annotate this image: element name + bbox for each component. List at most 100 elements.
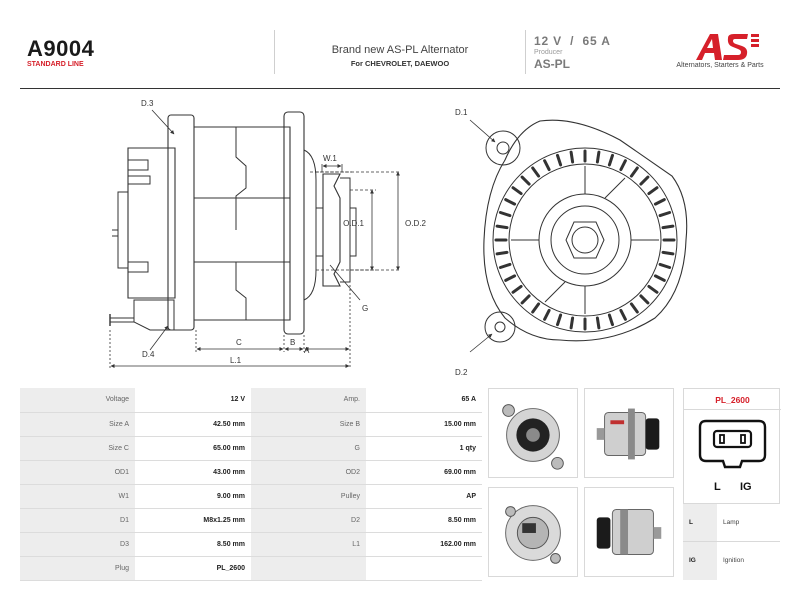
vent-slot: [629, 302, 639, 314]
vent-slot: [647, 186, 659, 196]
spec-value: 9.00 mm: [135, 484, 251, 509]
vent-slot: [607, 153, 614, 167]
tagline: Alternators, Starters & Parts: [676, 62, 764, 69]
technical-drawing: D.3 D.4 W.1 O.D.1 O.D.2 G C B A L.1 D.1 …: [109, 99, 688, 377]
spec-value: 162.00 mm: [366, 532, 482, 557]
spec-value: 43.00 mm: [135, 460, 251, 485]
spec-value: AP: [366, 484, 482, 509]
vent-slot: [629, 166, 639, 178]
spec-key: Plug: [20, 556, 135, 581]
spec-key: L1: [251, 532, 366, 557]
spec-value: PL_2600: [135, 556, 251, 581]
label-w1: W.1: [323, 154, 337, 163]
producer-label: Producer: [534, 49, 563, 56]
label-d2: D.2: [455, 368, 468, 377]
spec-key: Pulley: [251, 484, 366, 509]
pin-l-label: L: [714, 481, 721, 493]
vent-slot: [504, 274, 517, 282]
vent-slot: [495, 250, 509, 256]
vent-slot: [511, 186, 523, 196]
line-label: STANDARD LINE: [27, 61, 84, 68]
plug-legend: L Lamp IG Ignition: [683, 503, 780, 580]
vent-slot: [647, 284, 659, 294]
label-g: G: [362, 304, 368, 313]
vent-slot: [531, 302, 541, 314]
header-divider: [274, 30, 275, 74]
spec-value: 65 A: [366, 388, 482, 413]
spec-value: 15.00 mm: [366, 412, 482, 437]
vent-slot: [639, 175, 650, 186]
plug-panel: PL_2600 L IG L Lamp IG Ignition: [683, 388, 781, 580]
spec-key: Size A: [20, 412, 135, 437]
vent-slot: [661, 224, 675, 230]
vent-slot: [498, 262, 512, 269]
front-view-vents: [494, 149, 676, 331]
label-d4: D.4: [142, 350, 155, 359]
spec-key: Size C: [20, 436, 135, 461]
side-view: [109, 111, 357, 335]
plug-divider: [684, 409, 781, 410]
spec-value: 8.50 mm: [366, 508, 482, 533]
front-view: [483, 119, 688, 343]
vent-slot: [658, 262, 672, 269]
label-l1: L.1: [230, 356, 242, 365]
legend-row: L Lamp: [683, 503, 780, 542]
vent-slot: [543, 308, 551, 321]
part-number: A9004: [27, 36, 95, 61]
spec-value: M8x1.25 mm: [135, 508, 251, 533]
vent-slot: [495, 224, 509, 230]
label-d3: D.3: [141, 99, 154, 108]
photo-rear-angle-view: [488, 487, 578, 577]
spec-key: Amp.: [251, 388, 366, 413]
spec-key: [251, 556, 366, 581]
spec-value: 1 qty: [366, 436, 482, 461]
label-od2: O.D.2: [405, 219, 426, 228]
vent-slot: [556, 153, 563, 167]
spec-key: G: [251, 436, 366, 461]
legend-pin: L: [683, 503, 717, 542]
vent-slot: [653, 274, 666, 282]
header-rule: [20, 88, 780, 89]
vent-slot: [569, 316, 575, 330]
side-dimensions: [109, 109, 400, 368]
vent-slot: [504, 198, 517, 206]
label-c: C: [236, 338, 242, 347]
spec-key: D2: [251, 508, 366, 533]
spec-key: D3: [20, 532, 135, 557]
description-title: Brand new AS-PL Alternator: [331, 44, 469, 56]
spec-key: OD1: [20, 460, 135, 485]
spec-value: [366, 556, 482, 581]
vent-slot: [658, 211, 672, 218]
spec-key: Voltage: [20, 388, 135, 413]
photo-pulley-side-view: [584, 487, 674, 577]
vent-slot: [639, 294, 650, 305]
vent-slot: [653, 198, 666, 206]
spec-summary: 12 V / 65 A: [534, 34, 611, 48]
header-divider: [525, 30, 526, 74]
photo-rear-view: [488, 388, 578, 478]
legend-desc: Lamp: [717, 503, 780, 542]
label-b: B: [290, 338, 295, 347]
vent-slot: [520, 175, 531, 186]
vent-slot: [619, 308, 627, 321]
vent-slot: [607, 313, 614, 327]
spec-key: W1: [20, 484, 135, 509]
spec-value: 69.00 mm: [366, 460, 482, 485]
spec-key: D1: [20, 508, 135, 533]
vent-slot: [498, 211, 512, 218]
legend-desc: Ignition: [717, 541, 780, 580]
vent-slot: [619, 159, 627, 172]
header: A9004 STANDARD LINE Brand new AS-PL Alte…: [0, 0, 800, 90]
label-a: A: [304, 346, 310, 355]
vent-slot: [569, 150, 575, 164]
label-d1: D.1: [455, 108, 468, 117]
vent-slot: [595, 316, 601, 330]
front-dimensions: [469, 119, 496, 353]
pin-ig-label: IG: [740, 481, 752, 493]
